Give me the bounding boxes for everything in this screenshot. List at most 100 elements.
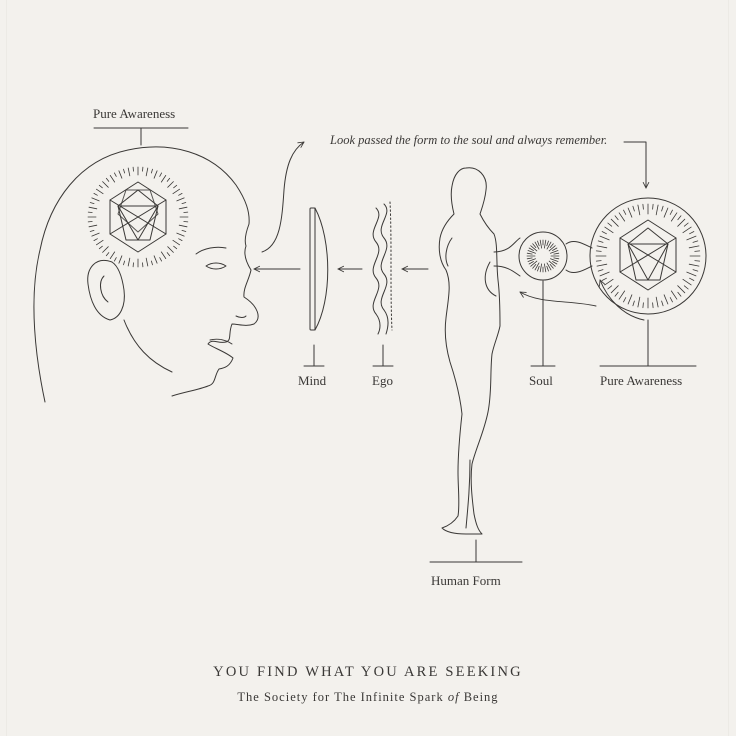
ray-line (534, 241, 540, 250)
ray-line (178, 224, 188, 228)
ray-line (623, 297, 627, 303)
ray-line (173, 245, 178, 250)
ray-line (692, 269, 699, 272)
ray-line (526, 252, 533, 255)
ray-line (530, 260, 538, 267)
ray-line (178, 206, 188, 210)
ray-line (682, 226, 692, 234)
ray-line (109, 251, 116, 260)
footer-subtitle: The Society for The Infinite Spark of Be… (0, 690, 736, 705)
label-pure-awareness-right: Pure Awareness (600, 373, 683, 388)
ray-line (102, 246, 109, 253)
ray-line (160, 251, 167, 260)
ray-line (546, 262, 552, 271)
ray-line (694, 260, 701, 262)
quote-curve-arrow (261, 141, 305, 253)
ray-line (548, 245, 556, 252)
paper-fold-right (728, 0, 729, 736)
ray-line (114, 172, 117, 177)
ray-line (677, 218, 686, 227)
ray-line (181, 229, 187, 232)
human-form-figure (438, 167, 501, 535)
ray-line (553, 252, 560, 255)
ray-line (98, 184, 103, 189)
quote-down-arrow (623, 141, 650, 189)
ray-line (677, 291, 682, 297)
ray-line (694, 250, 701, 252)
ray-line (604, 278, 614, 286)
ray-line (610, 285, 619, 294)
ego-waves (372, 201, 393, 335)
ray-line (655, 296, 659, 308)
ray-line (688, 263, 700, 267)
ray-line (534, 262, 540, 271)
ray-line (627, 294, 633, 305)
ray-line (677, 285, 686, 294)
ray-line (686, 271, 697, 277)
ray-line (655, 204, 659, 216)
soul-return-arrow (519, 291, 597, 307)
ray-line (528, 261, 534, 265)
ray-line (595, 250, 602, 252)
ray-line (683, 285, 689, 290)
ray-line (552, 247, 558, 251)
ray-line (627, 207, 633, 218)
ray-line (682, 278, 692, 286)
ray-line (661, 300, 664, 307)
soul-orb (493, 231, 593, 281)
ray-line (596, 245, 608, 249)
ray-line (159, 257, 163, 262)
ray-line (663, 207, 669, 218)
ray-line (176, 232, 185, 237)
ray-line (599, 235, 610, 241)
ray-line (623, 209, 627, 215)
ray-line (178, 192, 183, 196)
ray-line (167, 246, 174, 253)
ray-line (596, 263, 608, 267)
ray-line (98, 245, 103, 250)
label-soul: Soul (529, 373, 553, 388)
ray-line (550, 250, 559, 254)
ray-line (532, 243, 537, 249)
ray-line (145, 257, 149, 267)
arm-link-curve (484, 261, 497, 297)
ray-line (670, 212, 678, 222)
ray-line (614, 215, 619, 221)
ray-line (599, 271, 610, 277)
ray-line (88, 224, 98, 228)
ray-line (172, 188, 181, 195)
label-ego: Ego (372, 373, 393, 388)
ray-line (549, 243, 554, 249)
footer-subtitle-main: The Society for The Infinite Spark (237, 690, 448, 704)
ray-line (96, 188, 104, 195)
ray-line (172, 239, 181, 246)
ray-line (546, 265, 549, 272)
ray-line (527, 258, 536, 262)
ray-line (637, 296, 641, 308)
ray-line (632, 300, 635, 307)
ray-line (607, 222, 613, 227)
ray-line (145, 167, 149, 177)
ray-line (105, 177, 110, 182)
ray-line (153, 170, 158, 179)
ray-line (88, 206, 98, 210)
ray-line (167, 181, 174, 188)
ray-line (127, 167, 131, 177)
ray-line (637, 204, 641, 216)
ray-line (537, 240, 540, 247)
ray-line (642, 203, 644, 210)
ray-line (601, 231, 607, 235)
ray-line (526, 257, 533, 260)
ray-line (689, 277, 695, 281)
ray-line (96, 239, 104, 246)
paper-fold-left (6, 0, 7, 736)
ray-line (688, 245, 700, 249)
ray-line (544, 239, 547, 249)
ray-line (102, 181, 109, 188)
ray-line (597, 240, 604, 243)
label-human-form: Human Form (431, 573, 501, 588)
ray-line (544, 263, 547, 273)
ray-line (166, 177, 171, 182)
awareness-crystal-left (87, 166, 189, 268)
ray-line (537, 265, 540, 272)
